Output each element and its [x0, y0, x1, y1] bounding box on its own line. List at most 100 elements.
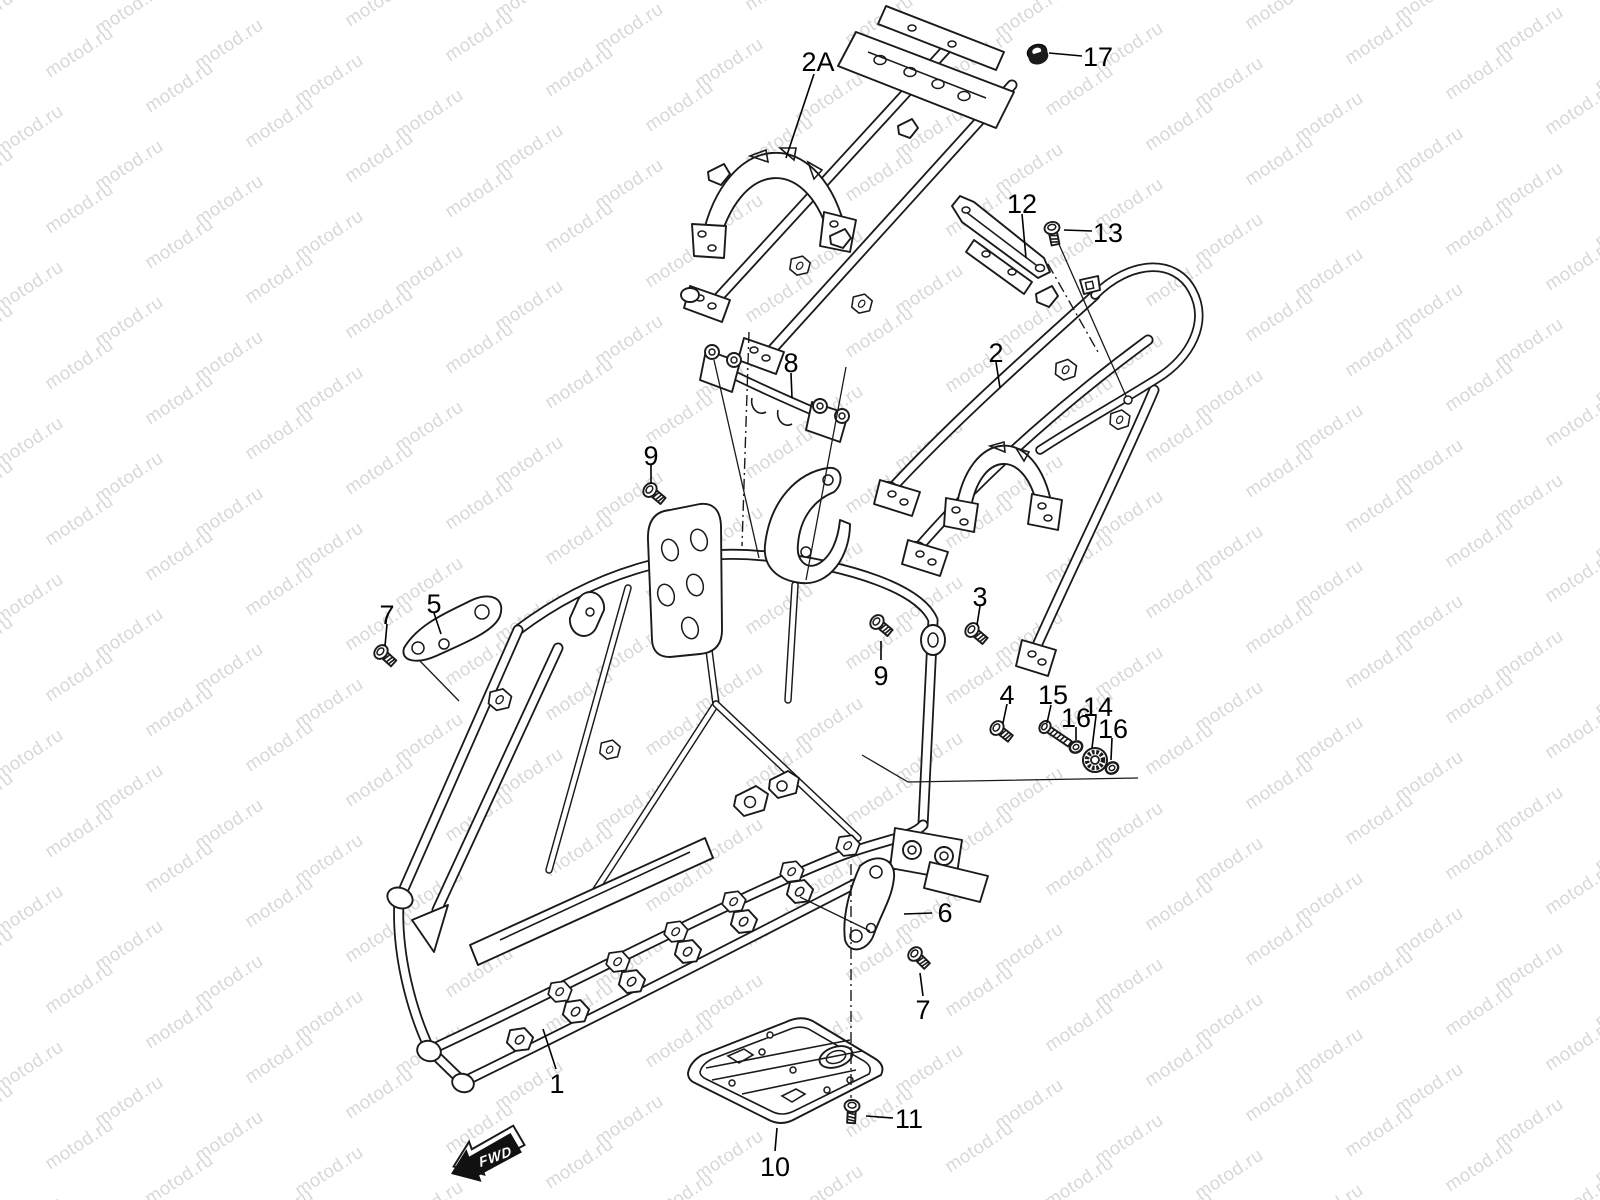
callout-leader-15 [1046, 704, 1052, 724]
watermark-text: motod.ru [241, 716, 317, 776]
watermark-text: motod.ru [541, 509, 617, 569]
watermark-text: motod.ru [1141, 407, 1217, 467]
rear-subframe-2-art [873, 262, 1204, 677]
watermark-text: motod.ru [341, 1063, 417, 1123]
watermark-text: motod.ru [641, 76, 717, 136]
fwd-arrow-icon [450, 1133, 522, 1182]
watermark-text: motod.ru [341, 0, 417, 30]
bolt-icon [1042, 219, 1064, 248]
watermark-text: motod.ru [1241, 130, 1317, 190]
watermark-text: motod.ru [41, 490, 117, 550]
bushing-icon [1083, 748, 1107, 772]
line-art [386, 5, 1204, 1124]
watermark-text: motod.ru [891, 1195, 967, 1200]
callout-label-16: 16 [1061, 703, 1091, 733]
watermark-text: motod.ru [941, 337, 1017, 397]
watermark-text: motod.ru [641, 388, 717, 448]
callout-leader-6 [903, 912, 933, 915]
watermark-text: motod.ru [0, 0, 17, 46]
watermark-text: motod.ru [541, 353, 617, 413]
watermark-text: motod.ru [1541, 79, 1600, 139]
callout-label-5: 5 [426, 589, 441, 619]
watermark-text: motod.ru [441, 474, 517, 534]
callout-leader-14 [1091, 715, 1097, 749]
watermark-text: motod.ru [541, 197, 617, 257]
callout-leader-5 [433, 612, 442, 635]
watermark-text: motod.ru [741, 579, 817, 639]
watermark-text: motod.ru [41, 958, 117, 1018]
watermark-text: motod.ru [0, 767, 17, 827]
callout-label-11: 11 [895, 1104, 923, 1134]
callout-label-17: 17 [1083, 42, 1113, 72]
callout-label-1: 1 [549, 1069, 564, 1099]
watermark-text: motod.ru [1341, 165, 1417, 225]
callout-leader-2 [995, 361, 1001, 389]
watermark-text: motod.ru [1241, 0, 1317, 33]
watermark-text: motod.ru [241, 248, 317, 308]
watermark-text: motod.ru [1241, 910, 1317, 970]
watermark-text: motod.ru [1341, 477, 1417, 537]
watermark-text: motod.ru [1441, 1136, 1517, 1196]
watermark-text: motod.ru [1541, 547, 1600, 607]
watermark-text: motod.ru [141, 213, 217, 273]
watermark-text: motod.ru [1441, 44, 1517, 104]
callout-label-3: 3 [972, 582, 987, 612]
watermark-text: motod.ru [1041, 996, 1117, 1056]
watermark-text: motod.ru [1441, 200, 1517, 260]
callout-label-10: 10 [760, 1152, 790, 1182]
watermark-text: motod.ru [1241, 754, 1317, 814]
watermark-text: motod.ru [1541, 1171, 1600, 1200]
watermark-text: motod.ru [341, 127, 417, 187]
watermark-text: motod.ru [791, 1160, 867, 1200]
watermark-text: motod.ru [1141, 719, 1217, 779]
watermark-text: motod.ru [41, 802, 117, 862]
watermark-text: motod.ru [741, 423, 817, 483]
watermark-text: motod.ru [0, 611, 17, 671]
watermark-text: motod.ru [241, 404, 317, 464]
watermark-text: motod.ru [1141, 95, 1217, 155]
watermark-text: motod.ru [1341, 9, 1417, 69]
watermark-text: motod.ru [1441, 668, 1517, 728]
watermark-text: motod.ru [441, 6, 517, 66]
watermark-text: motod.ru [641, 1168, 717, 1200]
watermark-text: motod.ru [141, 993, 217, 1053]
watermark-text: motod.ru [441, 318, 517, 378]
watermark-text: motod.ru [1541, 703, 1600, 763]
watermark-text: motod.ru [1341, 633, 1417, 693]
callout-leader-10 [774, 1127, 778, 1152]
watermark-text: motod.ru [441, 162, 517, 222]
watermark-text: motod.ru [41, 334, 117, 394]
callout-leader-16 [1110, 737, 1113, 761]
watermark-text: motod.ru [941, 1117, 1017, 1177]
callout-leader-1 [542, 1028, 557, 1070]
callout-label-4: 4 [999, 680, 1014, 710]
watermark-text: motod.ru [0, 455, 17, 515]
bracket-5-art [402, 595, 503, 662]
callout-label-7: 7 [379, 600, 394, 630]
callout-label-6: 6 [937, 898, 952, 928]
watermark-text: motod.ru [1441, 824, 1517, 884]
watermark-text: motod.ru [1541, 859, 1600, 919]
watermark-text: motod.ru [1441, 512, 1517, 572]
callout-leader-12 [1021, 213, 1027, 259]
watermark-text: motod.ru [1041, 1152, 1117, 1200]
bolt-icon [904, 943, 934, 973]
watermark-text: motod.ru [141, 837, 217, 897]
callout-leader-4 [1002, 703, 1008, 724]
watermark-text: motod.ru [1441, 356, 1517, 416]
watermark-text: motod.ru [41, 646, 117, 706]
watermark-text: motod.ru [741, 0, 817, 14]
watermark-text: motod.ru [241, 1028, 317, 1088]
callout-label-9: 9 [643, 441, 658, 471]
fwd-arrow-shadow [452, 1124, 526, 1177]
callout-label-8: 8 [783, 348, 798, 378]
bracket-6-art [843, 857, 895, 951]
callout-label-14: 14 [1083, 692, 1113, 722]
watermark-text: motod.ru [141, 369, 217, 429]
rear-subframe-2a-art [680, 5, 1018, 375]
watermark-text: motod.ru [241, 872, 317, 932]
watermark-text: motod.ru [141, 57, 217, 117]
bolt-icon [986, 717, 1016, 746]
watermark-text: motod.ru [841, 302, 917, 362]
